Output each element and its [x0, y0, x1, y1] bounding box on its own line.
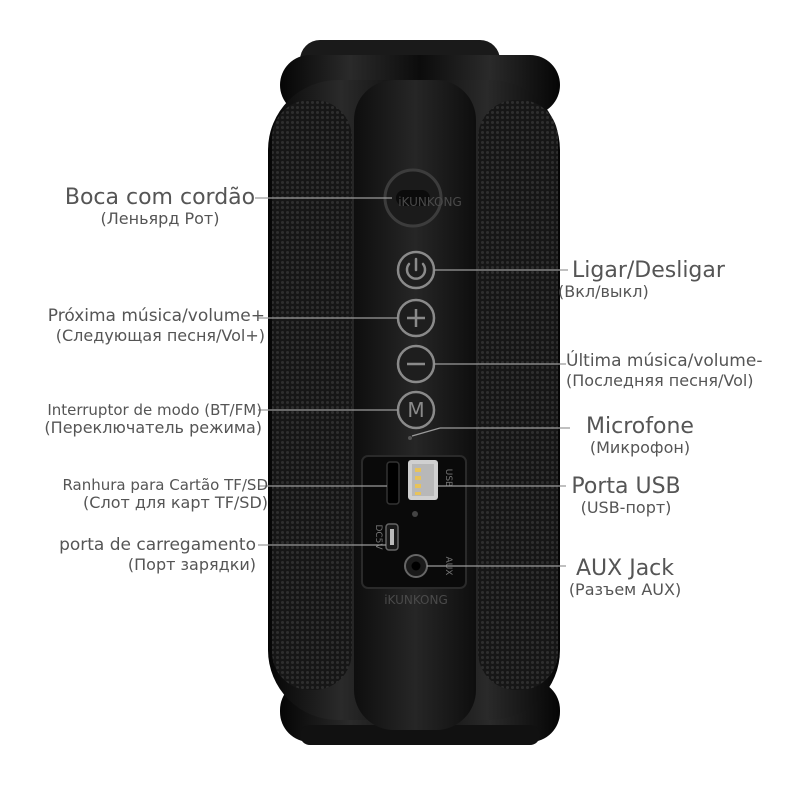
- usb-port-marking: USB: [443, 469, 453, 487]
- label-usb: Porta USB (USB-порт): [556, 474, 696, 518]
- charging-port-marking: DC5V: [373, 524, 383, 550]
- label-charging: porta de carregamento (Порт зарядки): [0, 535, 256, 574]
- next-volume-up-button[interactable]: [396, 298, 436, 338]
- label-next-ru: (Следующая песня/Vol+): [55, 325, 265, 345]
- label-lanyard: Boca com cordão (Леньярд Рот): [50, 185, 270, 229]
- microphone-hole: [408, 436, 412, 440]
- label-sdcard-pt: Ranhura para Cartão TF/SD: [62, 476, 268, 494]
- plus-icon: [407, 309, 425, 327]
- sd-card-slot[interactable]: [386, 461, 400, 505]
- label-next: Próxima música/volume+ (Следующая песня/…: [0, 306, 265, 345]
- label-charging-pt: porta de carregamento: [59, 535, 256, 555]
- label-mode-ru: (Переключатель режима): [44, 418, 262, 438]
- label-mic-pt: Microfone: [586, 414, 694, 439]
- label-lanyard-ru: (Леньярд Рот): [100, 209, 220, 229]
- label-mode: Interruptor de modo (BT/FM) (Переключате…: [0, 401, 262, 438]
- brand-logo-top: iKUNKONG: [398, 195, 462, 209]
- label-prev-pt: Última música/volume-: [566, 351, 763, 371]
- label-prev-ru: (Последняя песня/Vol): [566, 370, 754, 390]
- lanyard-loop: [383, 168, 443, 228]
- label-aux-ru: (Разъем AUX): [568, 580, 682, 600]
- label-mic: Microfone (Микрофон): [570, 414, 710, 458]
- charging-port[interactable]: [385, 523, 399, 551]
- label-mic-ru: (Микрофон): [589, 438, 691, 458]
- label-lanyard-pt: Boca com cordão: [64, 185, 256, 210]
- label-power-ru: (Вкл/выкл): [558, 282, 649, 302]
- leader-mic: [411, 427, 441, 437]
- mode-icon: M: [407, 398, 424, 422]
- speaker-mesh-right: [478, 100, 558, 690]
- label-sdcard: Ranhura para Cartão TF/SD (Слот для карт…: [0, 476, 268, 513]
- label-usb-pt: Porta USB: [571, 474, 681, 499]
- label-aux-pt: AUX Jack: [575, 556, 675, 581]
- label-next-pt: Próxima música/volume+: [47, 306, 265, 326]
- label-power-pt: Ligar/Desligar: [572, 258, 725, 283]
- power-button[interactable]: [396, 250, 436, 290]
- aux-jack[interactable]: [404, 554, 428, 578]
- label-prev: Última música/volume- (Последняя песня/V…: [566, 351, 763, 390]
- mode-button[interactable]: M: [396, 390, 436, 430]
- label-sdcard-ru: (Слот для карт TF/SD): [83, 493, 268, 513]
- speaker-mesh-left: [272, 100, 352, 690]
- indicator-led: [412, 511, 418, 517]
- label-power: Ligar/Desligar (Вкл/выкл): [558, 258, 725, 302]
- label-aux: AUX Jack (Разъем AUX): [550, 556, 700, 600]
- label-usb-ru: (USB-порт): [580, 498, 672, 518]
- power-icon: [405, 257, 427, 280]
- brand-logo-bottom: iKUNKONG: [384, 593, 448, 607]
- usb-port[interactable]: [408, 460, 438, 500]
- label-charging-ru: (Порт зарядки): [127, 554, 256, 574]
- label-mode-pt: Interruptor de modo (BT/FM): [47, 401, 262, 419]
- prev-volume-down-button[interactable]: [396, 344, 436, 384]
